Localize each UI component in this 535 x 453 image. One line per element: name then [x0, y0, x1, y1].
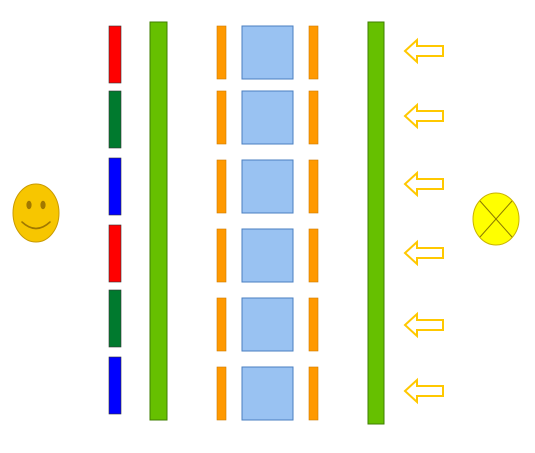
front-electrode	[216, 228, 227, 283]
rear-electrode	[308, 366, 319, 421]
rear-electrode	[308, 228, 319, 283]
rear-polarizer-panel	[367, 21, 385, 425]
light-arrow-icon	[403, 102, 444, 130]
smiley-right-eye	[40, 200, 46, 210]
front-electrode	[216, 297, 227, 352]
color-filter-green	[108, 289, 122, 348]
liquid-crystal-cell	[241, 90, 294, 145]
color-filter-green	[108, 90, 122, 149]
color-filter-red	[108, 25, 122, 84]
color-filter-red	[108, 224, 122, 283]
liquid-crystal-cell	[241, 297, 294, 352]
smiley-mouth	[21, 221, 51, 230]
circle-x-icon	[472, 192, 520, 246]
rear-electrode	[308, 159, 319, 214]
rear-electrode	[308, 25, 319, 80]
front-electrode	[216, 366, 227, 421]
light-source-cross-line	[479, 200, 513, 238]
light-arrow-icon	[403, 37, 444, 65]
light-arrow-icon	[403, 311, 444, 339]
liquid-crystal-cell	[241, 366, 294, 421]
color-filter-blue	[108, 157, 122, 216]
smiley-face-icon	[12, 183, 60, 243]
front-electrode	[216, 90, 227, 145]
color-filter-blue	[108, 356, 122, 415]
smiley-left-eye	[26, 200, 32, 210]
liquid-crystal-cell	[241, 159, 294, 214]
front-electrode	[216, 159, 227, 214]
light-arrow-icon	[403, 377, 444, 405]
light-arrow-icon	[403, 170, 444, 198]
rear-electrode	[308, 297, 319, 352]
liquid-crystal-cell	[241, 25, 294, 80]
liquid-crystal-cell	[241, 228, 294, 283]
light-arrow-icon	[403, 239, 444, 267]
rear-electrode	[308, 90, 319, 145]
smiley-face-circle	[12, 183, 60, 243]
front-polarizer-panel	[149, 21, 168, 421]
front-electrode	[216, 25, 227, 80]
